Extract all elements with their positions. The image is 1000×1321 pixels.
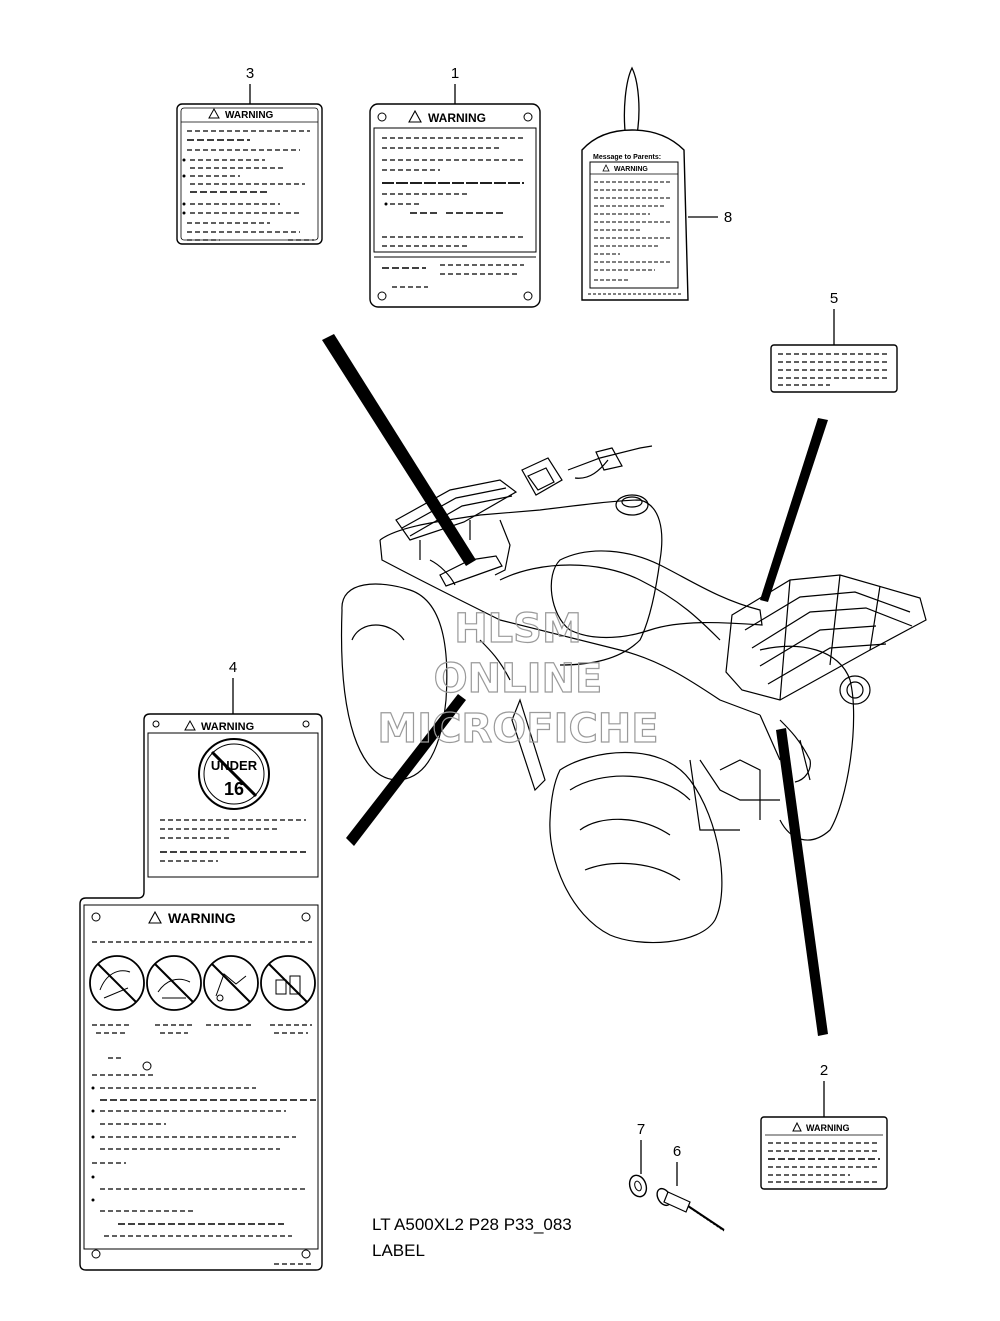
warning-triangle-icon bbox=[208, 107, 220, 119]
label-5: 5 bbox=[770, 290, 898, 393]
age-text: 16 bbox=[224, 779, 244, 799]
leader-lines bbox=[322, 334, 828, 1036]
callout-8: 8 bbox=[724, 209, 732, 226]
label-2: 2 WARNING bbox=[760, 1062, 888, 1190]
part-7-washer: 7 bbox=[628, 1121, 648, 1198]
part-6-rivet: 6 bbox=[656, 1143, 725, 1232]
prohibition-pictogram-3 bbox=[203, 955, 259, 1011]
watermark-line-1: HLSM bbox=[454, 606, 582, 652]
warning-triangle-icon bbox=[602, 164, 610, 172]
label-4-top-heading: WARNING bbox=[201, 721, 254, 733]
callout-2: 2 bbox=[820, 1062, 828, 1079]
callout-5: 5 bbox=[830, 290, 838, 307]
watermark-line-2: ONLINE bbox=[434, 656, 603, 702]
warning-triangle-icon bbox=[408, 109, 422, 123]
callout-7: 7 bbox=[637, 1121, 645, 1138]
label-1-heading: WARNING bbox=[428, 111, 486, 125]
watermark: HLSM ONLINE MICROFICHE bbox=[377, 605, 659, 752]
warning-triangle-icon bbox=[184, 719, 196, 731]
label-3: 3 WARNING bbox=[176, 65, 323, 245]
callout-1: 1 bbox=[451, 65, 459, 82]
label-8-heading: WARNING bbox=[614, 166, 648, 173]
under-16-prohibition-icon: UNDER 16 bbox=[198, 738, 270, 810]
diagram-title: LABEL bbox=[372, 1241, 425, 1260]
label-3-heading: WARNING bbox=[225, 110, 274, 121]
label-4-main-heading: WARNING bbox=[168, 910, 236, 926]
label-4: 4 WARNING UNDER 16 WARNING bbox=[79, 659, 323, 1271]
warning-triangle-icon bbox=[148, 910, 162, 924]
diagram-code: LT A500XL2 P28 P33_083 bbox=[372, 1215, 572, 1234]
warning-triangle-icon bbox=[792, 1121, 802, 1132]
watermark-line-3: MICROFICHE bbox=[377, 706, 658, 752]
label-8: Message to Parents: WARNING 8 bbox=[581, 66, 732, 301]
prohibition-pictogram-2 bbox=[146, 955, 202, 1011]
callout-3: 3 bbox=[246, 65, 254, 82]
callout-6: 6 bbox=[673, 1143, 681, 1160]
label-2-heading: WARNING bbox=[806, 1123, 850, 1133]
diagram-caption: LT A500XL2 P28 P33_083 LABEL bbox=[372, 1215, 572, 1260]
prohibition-pictogram-1 bbox=[89, 955, 145, 1011]
label-1: 1 WARNING bbox=[369, 65, 541, 308]
prohibition-pictogram-4 bbox=[260, 955, 316, 1011]
atv-illustration bbox=[340, 445, 927, 944]
callout-4: 4 bbox=[229, 659, 237, 676]
under-text: UNDER bbox=[211, 758, 258, 773]
message-to-parents-text: Message to Parents: bbox=[593, 154, 661, 161]
